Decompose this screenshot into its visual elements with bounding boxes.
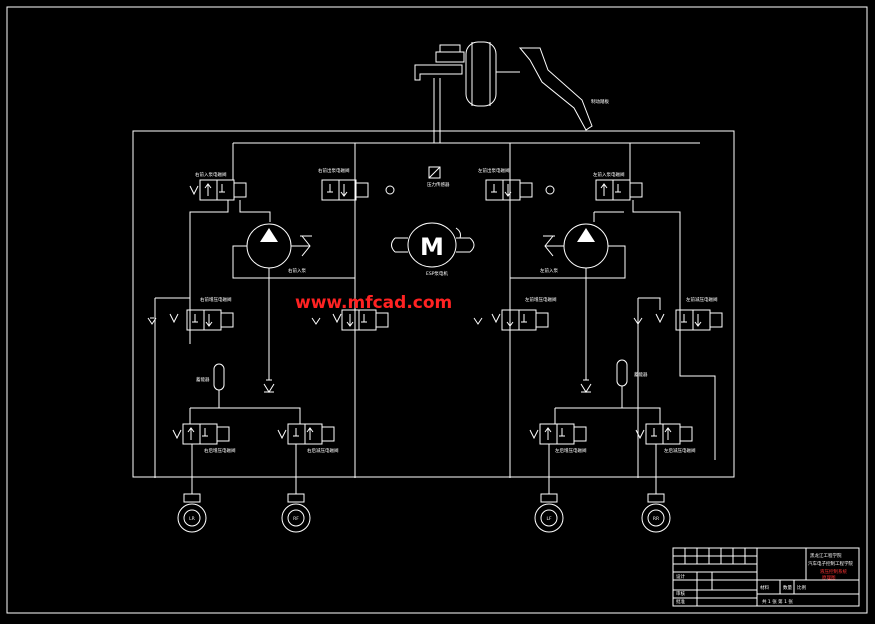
accumulator-left <box>213 363 225 408</box>
tb-scale: 比例 <box>797 584 806 591</box>
pump-left-label: 右前入泵 <box>288 267 306 274</box>
valve-bl2-label: 右后减压电磁阀 <box>307 447 339 454</box>
title-block <box>672 547 860 607</box>
valve-tl2-label: 右前出泵电磁阀 <box>318 167 350 174</box>
svg-text:RF: RF <box>293 516 299 522</box>
check-valve-left <box>263 379 275 393</box>
master-cylinder <box>414 41 593 143</box>
pump-right <box>510 223 626 380</box>
valve-mid-left-2 <box>311 309 389 331</box>
tb-quantity: 数量 <box>783 584 792 591</box>
valve-ml1-label: 右前增压电磁阀 <box>200 296 232 303</box>
drawing-frame <box>6 6 868 614</box>
valve-tr1-label: 左前出泵电磁阀 <box>478 167 510 174</box>
tb-row-approve: 批准 <box>676 598 685 605</box>
motor-label: ESP泵电机 <box>426 270 448 277</box>
tb-sheet: 共 1 张 第 1 张 <box>762 598 793 605</box>
pressure-sensor-label: 压力传感器 <box>427 181 450 188</box>
tb-school: 黑龙江工程学院 <box>810 552 842 559</box>
valve-bottom-right-2 <box>635 423 693 462</box>
brake-pedal <box>518 47 593 131</box>
valve-tl1-label: 右前入泵电磁阀 <box>195 171 227 178</box>
tb-material: 材料 <box>760 584 769 591</box>
valve-bottom-left-1 <box>172 423 230 462</box>
valve-mr2-label: 左前减压电磁阀 <box>686 296 718 303</box>
wheel-lr: LR <box>177 493 207 533</box>
svg-text:LR: LR <box>189 516 195 522</box>
valve-top-left-1 <box>189 179 247 201</box>
valve-bottom-right-1 <box>529 423 587 462</box>
tb-row-check: 审核 <box>676 590 685 597</box>
valve-mid-right-2 <box>633 297 723 478</box>
accum-right-label: 蓄能器 <box>634 371 648 378</box>
tb-drawing-name: 液压控制系统 <box>820 568 847 575</box>
valve-mid-left-1 <box>147 297 234 478</box>
pump-left <box>232 223 355 380</box>
accumulator-right <box>616 359 628 408</box>
valve-top-left-2 <box>321 179 395 201</box>
valve-mid-right-1 <box>473 309 549 331</box>
esp-motor: M <box>391 222 475 268</box>
tb-row-design: 设计 <box>676 573 685 580</box>
valve-br2-label: 左后减压电磁阀 <box>664 447 696 454</box>
pedal-label: 制动踏板 <box>591 98 609 105</box>
tb-drawing-sub: 原理图 <box>822 575 836 581</box>
watermark: www.mfcad.com <box>295 293 452 313</box>
pump-right-label: 左前入泵 <box>540 267 558 274</box>
svg-text:RR: RR <box>653 516 659 522</box>
wheel-rr: RR <box>641 493 671 533</box>
check-valve-right <box>580 379 592 393</box>
valve-bottom-left-2 <box>277 423 335 462</box>
wheel-rf: RF <box>281 493 311 533</box>
pressure-sensor-symbol <box>428 166 441 179</box>
tb-title-line: 汽车电子控制工程学院 <box>808 560 853 567</box>
valve-top-right-1 <box>485 179 555 201</box>
valve-mr1-label: 左前增压电磁阀 <box>525 296 557 303</box>
valve-top-right-2 <box>595 179 643 201</box>
valve-br1-label: 左后增压电磁阀 <box>555 447 587 454</box>
svg-text:LF: LF <box>546 516 552 522</box>
motor-symbol: M <box>420 233 444 261</box>
accum-left-label: 蓄能器 <box>196 376 210 383</box>
valve-tr2-label: 左前入泵电磁阀 <box>593 171 625 178</box>
valve-bl1-label: 右后增压电磁阀 <box>204 447 236 454</box>
wheel-lf: LF <box>534 493 564 533</box>
